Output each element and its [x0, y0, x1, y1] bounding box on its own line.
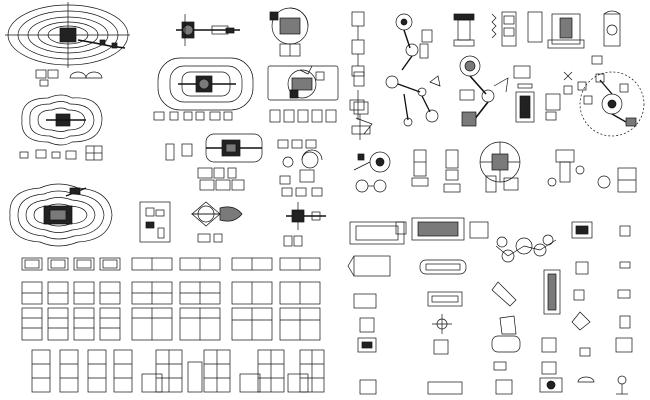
equipment-trolley-plan [513, 65, 561, 123]
surgical-room-plan-circle [563, 55, 645, 137]
operating-table-plan-top [547, 10, 621, 49]
articulated-arm-3 [459, 55, 509, 127]
cabinet-elevations-row2 [21, 281, 321, 305]
radiography-room-plan [277, 139, 323, 197]
lithotripsy-unit-plan [353, 151, 391, 193]
monitor-arm-stack [453, 11, 543, 47]
contour-plan-middle-details [19, 145, 103, 161]
equipment-bottom-row [359, 361, 628, 395]
operating-room-plan-details [153, 111, 233, 121]
cabinet-elevations-row3 [21, 307, 321, 341]
contour-plan-bottom [9, 183, 113, 247]
articulated-arm-2 [385, 75, 441, 127]
cabinet-elevations-row4 [31, 349, 325, 393]
chairs-row [359, 311, 631, 335]
articulated-arm-1 [395, 13, 433, 71]
xray-room-plan-details [269, 109, 337, 123]
dental-unit-plan [283, 202, 326, 247]
ct-room-plan [269, 7, 309, 57]
mri-room-plan [139, 201, 243, 243]
stretcher-pendant [351, 101, 371, 140]
xray-room-plan [267, 65, 339, 101]
infusion-stand-group [547, 149, 637, 193]
operating-room-plan [157, 57, 254, 111]
c-arm-plan-top [176, 14, 240, 46]
contour-plan-top-details [35, 69, 103, 87]
ultrasound-room-plan [479, 141, 521, 193]
stretchers-row [353, 269, 631, 315]
workstation-row [357, 335, 633, 357]
angio-suite-plan [165, 133, 263, 191]
cabinet-elevations-row1 [21, 257, 321, 271]
exam-table-row [347, 225, 631, 277]
contour-plan-top [5, 2, 130, 68]
medical-cart-elevation [411, 149, 461, 193]
contour-plan-middle [21, 94, 103, 146]
surgical-tables-row [349, 217, 489, 245]
ceiling-pendant-1 [349, 11, 373, 135]
surgical-light-cluster [495, 221, 593, 263]
